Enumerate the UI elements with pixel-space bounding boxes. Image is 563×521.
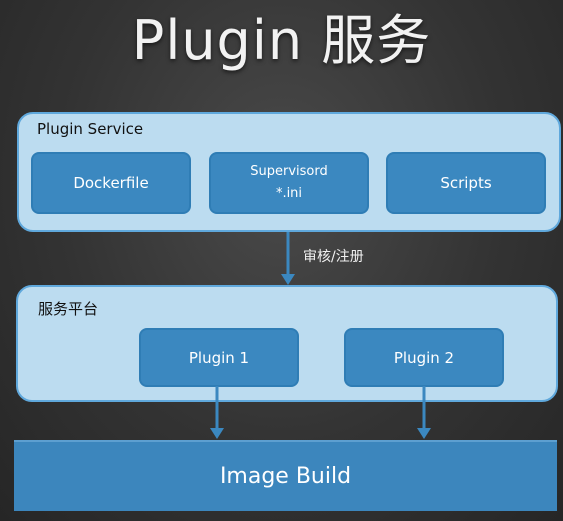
- plugin-service-label: Plugin Service: [37, 120, 144, 138]
- plugin1-node: Plugin 1: [139, 328, 299, 387]
- scripts-node: Scripts: [386, 152, 546, 214]
- dockerfile-node: Dockerfile: [31, 152, 191, 214]
- supervisord-node: Supervisord *.ini: [209, 152, 369, 214]
- image-build-label: Image Build: [219, 464, 352, 489]
- plugin2-arrow: [417, 386, 431, 439]
- dockerfile-label: Dockerfile: [73, 174, 149, 192]
- image-build-node: Image Build: [14, 440, 557, 511]
- plugin1-label: Plugin 1: [188, 348, 250, 367]
- service-platform-group: 服务平台 Plugin 1 Plugin 2: [16, 285, 558, 402]
- review-arrow: [281, 232, 295, 285]
- plugin1-arrow: [210, 386, 224, 439]
- plugin2-node: Plugin 2: [344, 328, 504, 387]
- plugin-service-group: Plugin Service Dockerfile Supervisord *.…: [17, 112, 561, 232]
- plugin2-label: Plugin 2: [393, 348, 455, 367]
- review-register-label: 审核/注册: [303, 249, 364, 265]
- scripts-label: Scripts: [440, 174, 492, 192]
- ini-label: *.ini: [275, 186, 303, 201]
- diagram-title: Plugin 服务: [131, 9, 432, 72]
- supervisord-label: Supervisord: [250, 164, 328, 179]
- service-platform-label: 服务平台: [38, 300, 99, 318]
